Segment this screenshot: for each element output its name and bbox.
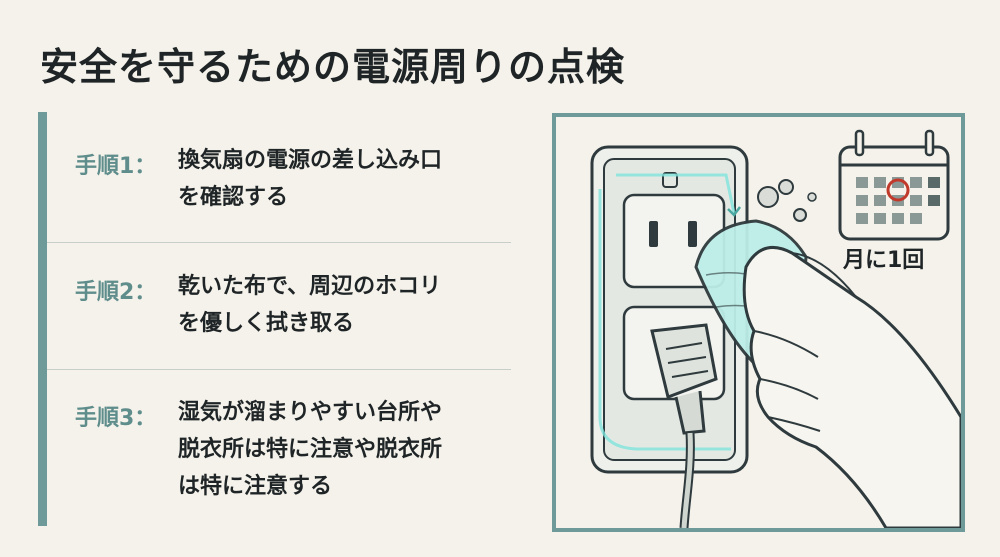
- divider: [47, 369, 511, 370]
- calendar-caption: 月に1回: [843, 248, 925, 273]
- divider: [47, 242, 511, 243]
- outlet-icon: [590, 145, 749, 474]
- steps-list: 手順1： 換気扇の電源の差し込み口 を確認する 手順2： 乾いた布で、周辺のホコ…: [38, 112, 511, 526]
- step-text: 湿気が溜まりやすい台所や 脱衣所は特に注意や脱衣所 は特に注意する: [178, 394, 442, 505]
- step-label: 手順1：: [75, 154, 157, 179]
- dust-icon: [757, 179, 817, 222]
- step-text: 換気扇の電源の差し込み口 を確認する: [178, 142, 442, 216]
- step-text-line: 換気扇の電源の差し込み口: [178, 148, 443, 173]
- illustration-panel: [552, 113, 965, 532]
- step-text-line: 脱衣所は特に注意や脱衣所: [178, 437, 443, 462]
- step-text-line: を優しく拭き取る: [178, 311, 355, 336]
- step-label: 手順2：: [75, 280, 157, 305]
- hand-with-cloth-icon: [694, 219, 961, 528]
- step-label: 手順3：: [75, 406, 157, 431]
- step-text-line: は特に注意する: [178, 474, 333, 499]
- outlet-cleaning-illustration: [590, 129, 961, 528]
- step-text-line: を確認する: [178, 185, 289, 210]
- page-title: 安全を守るための電源周りの点検: [40, 45, 626, 89]
- calendar-icon: [838, 129, 950, 241]
- step-text-line: 乾いた布で、周辺のホコリ: [178, 274, 442, 299]
- step-text-line: 湿気が溜まりやすい台所や: [178, 400, 443, 425]
- plug-icon: [650, 323, 718, 528]
- step-text: 乾いた布で、周辺のホコリ を優しく拭き取る: [178, 268, 441, 342]
